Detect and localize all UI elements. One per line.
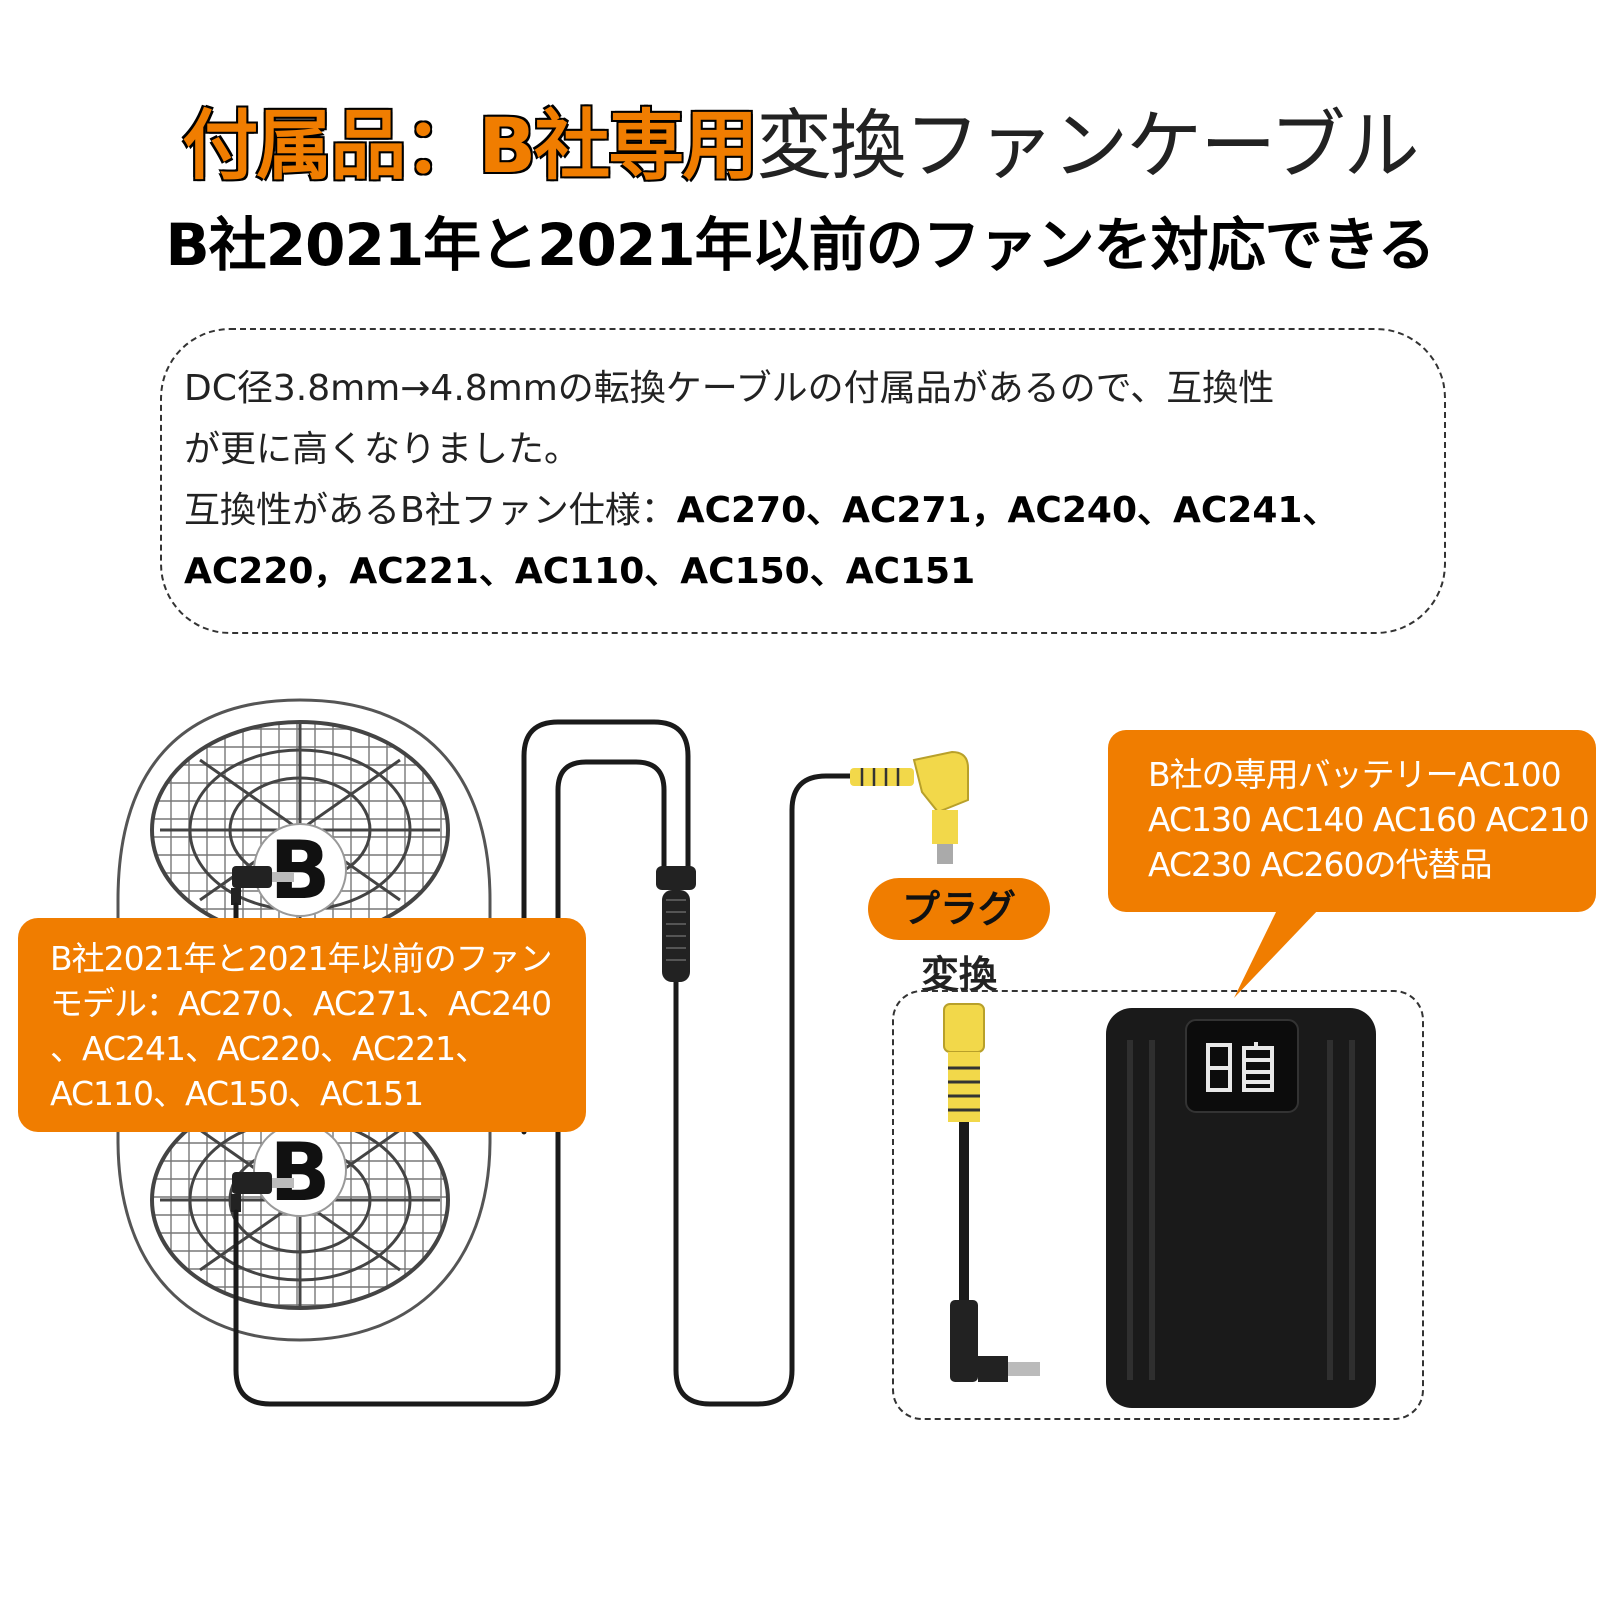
cable-splitter — [656, 866, 696, 982]
battery-callout-line-1: B社の専用バッテリーAC100 — [1148, 755, 1562, 794]
fan-callout: B社2021年と2021年以前のファン モデル：AC270、AC271、AC24… — [18, 918, 586, 1132]
fan-plug-top — [231, 866, 294, 905]
battery-dashed-frame — [892, 990, 1424, 1420]
fan-bottom: B — [150, 1090, 450, 1310]
title-highlight-accessory: 付属品： — [182, 101, 480, 190]
compat-models-1: AC270、AC271，AC240、AC241、 — [676, 490, 1339, 531]
page-subtitle: B社2021年と2021年以前のファンを対応できる — [165, 211, 1436, 279]
description-line-2: が更に高くなりました。 — [184, 429, 581, 470]
fan-callout-line-4: AC110、AC150、AC151 — [50, 1074, 424, 1113]
fan-callout-line-2: モデル：AC270、AC271、AC240 — [50, 984, 552, 1023]
compat-models-2: AC220，AC221、AC110、AC150、AC151 — [184, 551, 976, 592]
fan-logo-bottom: B — [270, 1126, 331, 1219]
compat-label: 互換性があるB社ファン仕様： — [184, 490, 677, 531]
fan-plug-bottom — [231, 1172, 294, 1212]
title-highlight-brand: B社専用 — [478, 101, 758, 190]
plug-label-pill: プラグ — [868, 878, 1050, 940]
fan-callout-line-1: B社2021年と2021年以前のファン — [50, 939, 553, 978]
battery-callout-line-3: AC230 AC260の代替品 — [1148, 845, 1493, 884]
callout-tail — [1234, 908, 1320, 998]
battery-display — [1206, 1042, 1274, 1092]
plug-adapter-icon — [943, 1003, 1040, 1382]
battery-callout: B社の専用バッテリーAC100 AC130 AC140 AC160 AC210 … — [1108, 730, 1596, 912]
fan-callout-line-3: 、AC241、AC220、AC221、 — [50, 1029, 488, 1068]
page-title: 付属品：B社専用変換ファンケーブル — [0, 108, 1600, 184]
cable-connector-yellow — [850, 750, 969, 864]
description-line-4: AC220，AC221、AC110、AC150、AC151 — [184, 541, 1418, 602]
description-box: DC径3.8mm→4.8mmの転換ケーブルの付属品があるので、互換性 が更に高く… — [160, 328, 1446, 634]
title-rest: 変換ファンケーブル — [756, 101, 1419, 190]
battery-pack-icon — [1106, 1008, 1376, 1408]
description-line-3: 互換性があるB社ファン仕様：AC270、AC271，AC240、AC241、 — [184, 480, 1418, 541]
fan-top: B — [150, 720, 450, 940]
battery-callout-line-2: AC130 AC140 AC160 AC210 — [1148, 800, 1590, 839]
fan-logo-top: B — [270, 824, 331, 917]
plug-sub-label: 変換 — [920, 953, 997, 997]
description-line-1: DC径3.8mm→4.8mmの転換ケーブルの付属品があるので、互換性 — [184, 368, 1275, 409]
